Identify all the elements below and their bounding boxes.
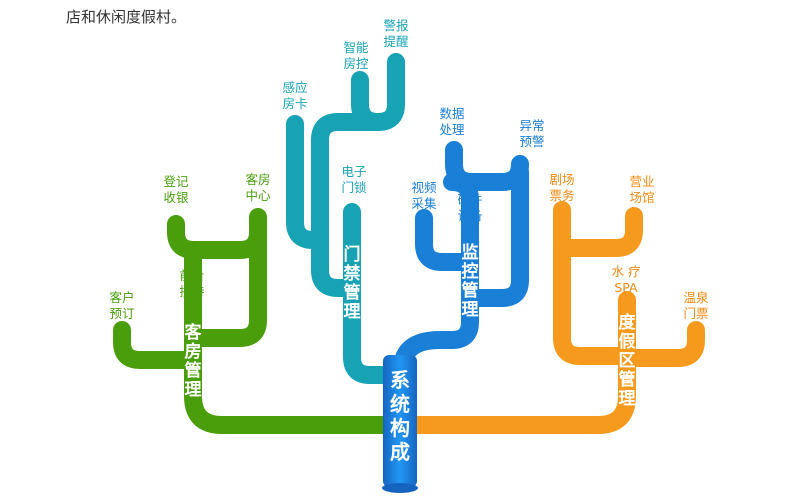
leaf-customer-booking: 客户 预订 (109, 290, 135, 321)
leaf-electronic-lock: 电子 门锁 (341, 164, 367, 195)
leaf-venues: 营业 场馆 (629, 174, 655, 205)
leaf-anomaly-warning: 异常 预警 (519, 118, 545, 149)
resort-branch (396, 201, 705, 434)
leaf-room-center: 客房 中心 (245, 172, 271, 203)
leaf-alarm-reminder: 警报 提醒 (383, 18, 409, 49)
leaf-checkin-cashier: 登记 收银 (163, 174, 189, 205)
access-control-branch (286, 53, 405, 384)
guest-room-branch (113, 208, 404, 434)
intro-text: 店和休闲度假村。 (66, 8, 187, 26)
leaf-hardware-device: 硬件 设备 (457, 192, 483, 223)
resort-title: 度假区管理 (618, 313, 636, 409)
monitoring-title: 监控管理 (461, 243, 479, 320)
leaf-front-desk: 前台 接待 (179, 268, 205, 299)
leaf-spa: 水 疗 SPA (611, 264, 641, 295)
trunk-title: 系统构成 (390, 368, 410, 464)
leaf-video-capture: 视频 采集 (411, 180, 437, 211)
leaf-smart-room-control: 智能 房控 (343, 40, 369, 71)
leaf-hot-spring-tickets: 温泉 门票 (683, 290, 709, 321)
leaf-data-processing: 数据 处理 (439, 106, 465, 137)
access-control-title: 门禁管理 (343, 245, 361, 322)
guest-room-title: 客房管理 (184, 323, 202, 400)
trunk-base (382, 483, 418, 493)
trunk-bar (383, 355, 417, 487)
leaf-theater-ticketing: 剧场 票务 (549, 172, 575, 203)
monitoring-branch (393, 141, 529, 379)
leaf-rfid-card: 感应 房卡 (282, 80, 308, 111)
